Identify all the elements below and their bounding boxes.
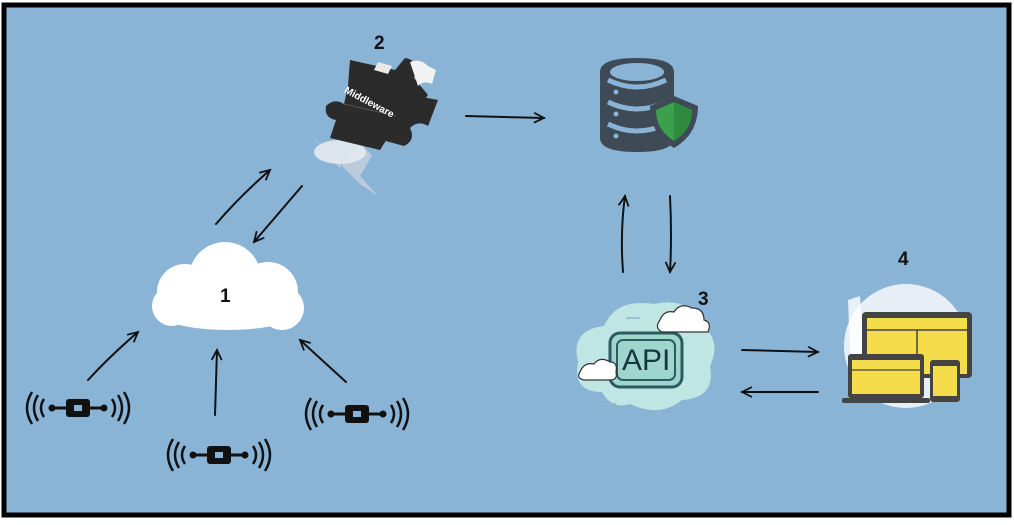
sensor-icon-left: [25, 391, 131, 425]
cloud-number-label: 1: [220, 286, 231, 307]
cloud-icon: [152, 242, 304, 330]
arrow-database-to-api: [670, 195, 671, 272]
arrow-middleware-to-database: [465, 116, 544, 118]
puzzle-piece-icon: [312, 58, 438, 196]
middleware-number-label: 2: [374, 33, 385, 54]
arrow-api-to-database: [622, 196, 625, 273]
sensor-icon-right: [304, 397, 410, 431]
arrow-sensor-left-to-cloud: [87, 332, 138, 381]
arrow-api-to-devices: [741, 350, 818, 352]
arrow-sensor-bottom-to-cloud: [215, 350, 217, 416]
api-cloud-icon: [576, 302, 715, 411]
arrow-sensor-right-to-cloud: [300, 340, 347, 383]
arrow-middleware-to-cloud: [254, 185, 303, 242]
devices-icon: [842, 284, 972, 408]
arrow-cloud-to-middleware: [215, 170, 270, 225]
api-text: API: [622, 344, 671, 377]
diagram-background: [1, 2, 1012, 518]
secure-database-icon: [600, 58, 698, 152]
arrows: [87, 116, 818, 416]
api-number-label: 3: [698, 289, 709, 310]
sensor-icon-bottom: [166, 438, 272, 472]
devices-number-label: 4: [898, 249, 909, 270]
